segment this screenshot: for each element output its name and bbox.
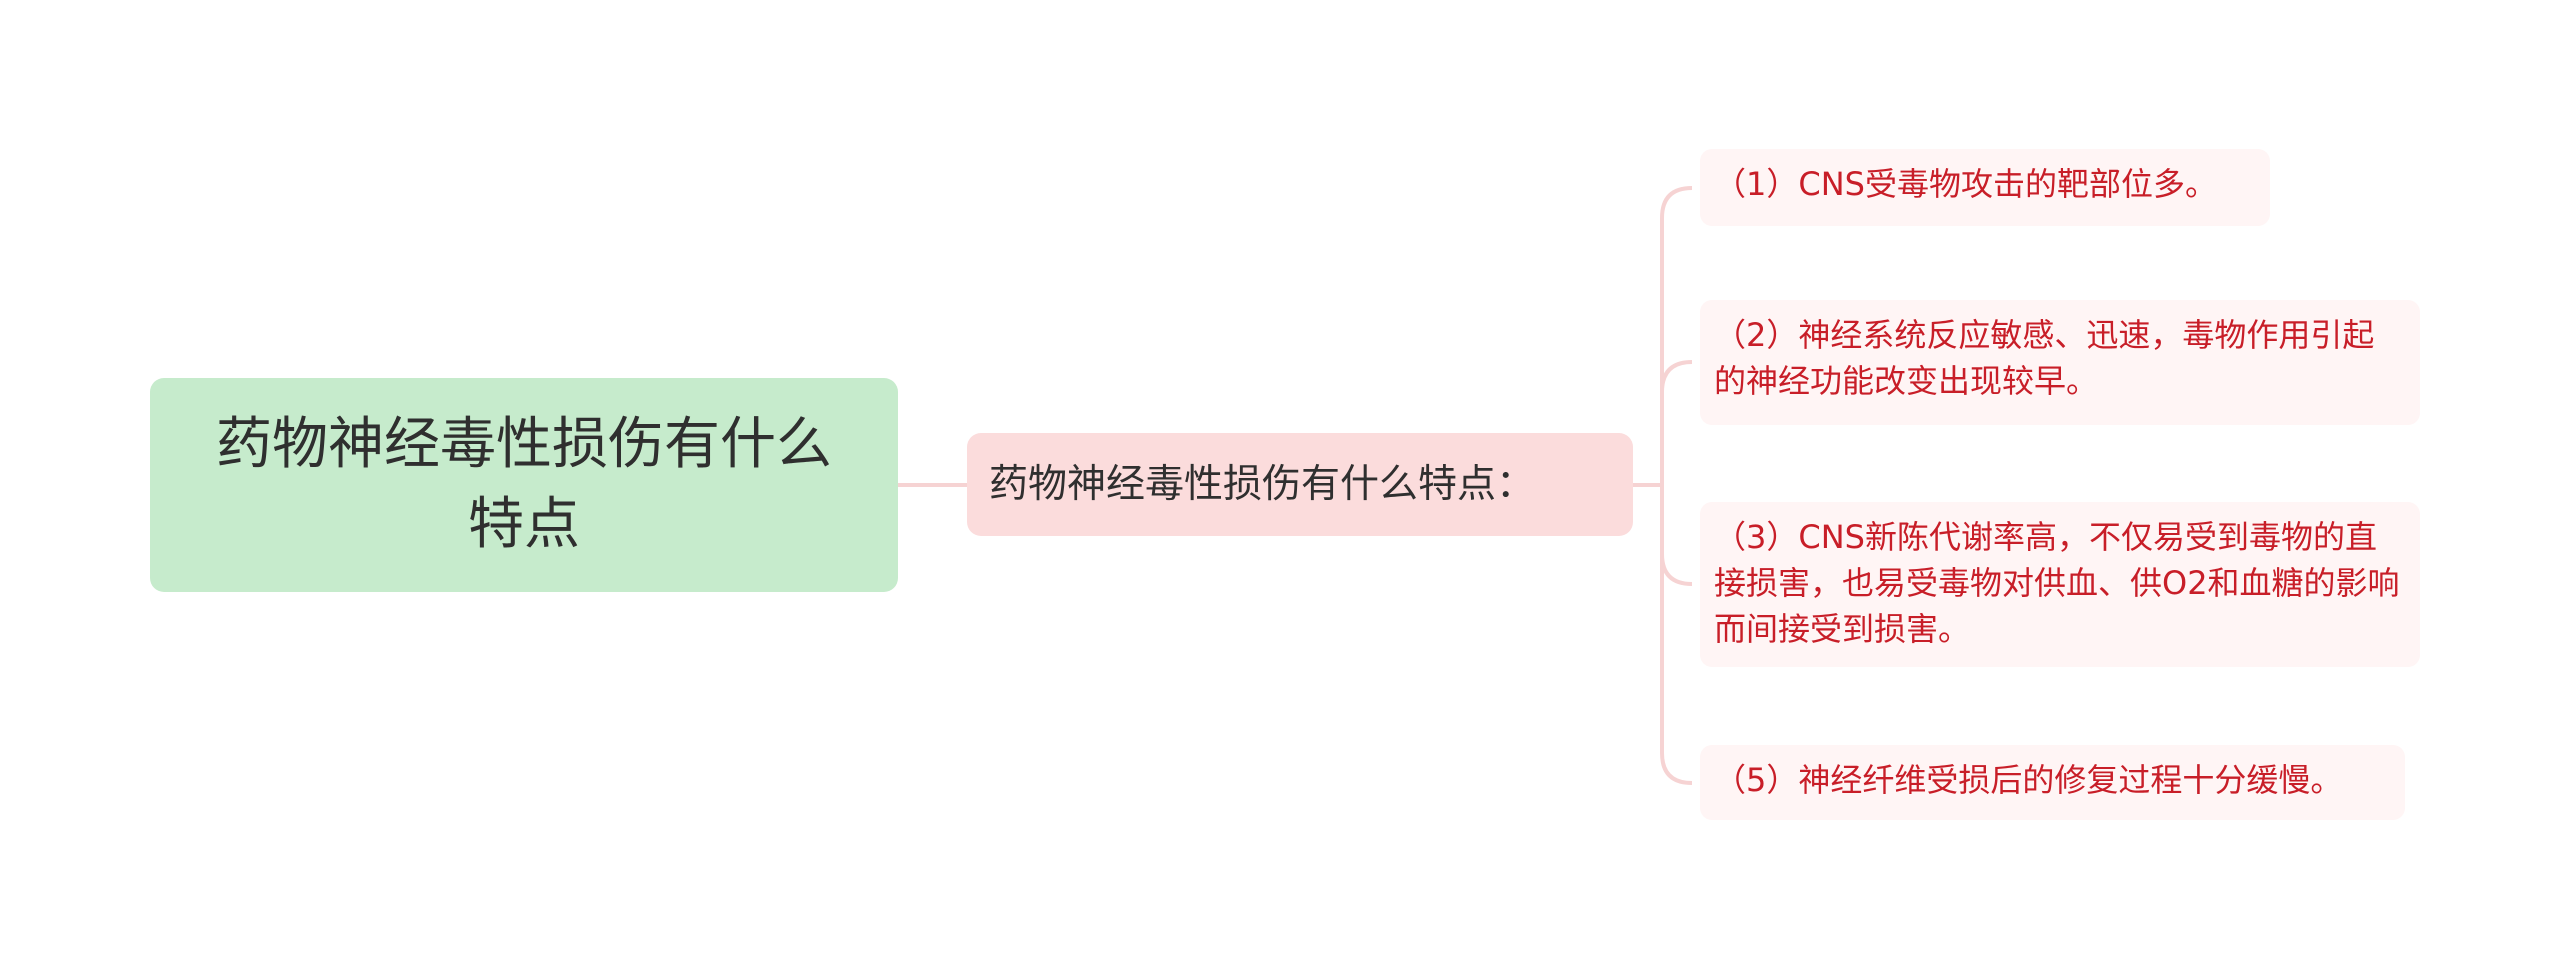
branch-node[interactable]: 药物神经毒性损伤有什么特点： — [967, 433, 1633, 536]
leaf-node-label: （3）CNS新陈代谢率高，不仅易受到毒物的直接损害，也易受毒物对供血、供O2和血… — [1714, 518, 2400, 648]
leaf-2-connector — [1660, 360, 1693, 393]
leaf-node-label: （1）CNS受毒物攻击的靶部位多。 — [1714, 165, 2217, 203]
leaf-node-2[interactable]: （2）神经系统反应敏感、迅速，毒物作用引起的神经功能改变出现较早。 — [1700, 300, 2420, 425]
leaf-3-connector — [1660, 553, 1693, 586]
root-node[interactable]: 药物神经毒性损伤有什么特点 — [150, 378, 898, 592]
leaf-node-label: （5）神经纤维受损后的修复过程十分缓慢。 — [1714, 761, 2343, 799]
branch-node-label: 药物神经毒性损伤有什么特点： — [989, 461, 1536, 507]
leaf-node-1[interactable]: （1）CNS受毒物攻击的靶部位多。 — [1700, 149, 2270, 226]
leaf-node-4[interactable]: （5）神经纤维受损后的修复过程十分缓慢。 — [1700, 745, 2405, 820]
leaf-node-3[interactable]: （3）CNS新陈代谢率高，不仅易受到毒物的直接损害，也易受毒物对供血、供O2和血… — [1700, 502, 2420, 667]
leaf-node-label: （2）神经系统反应敏感、迅速，毒物作用引起的神经功能改变出现较早。 — [1714, 316, 2375, 400]
root-node-label: 药物神经毒性损伤有什么特点 — [216, 412, 832, 557]
trunk-connector — [1660, 186, 1693, 785]
